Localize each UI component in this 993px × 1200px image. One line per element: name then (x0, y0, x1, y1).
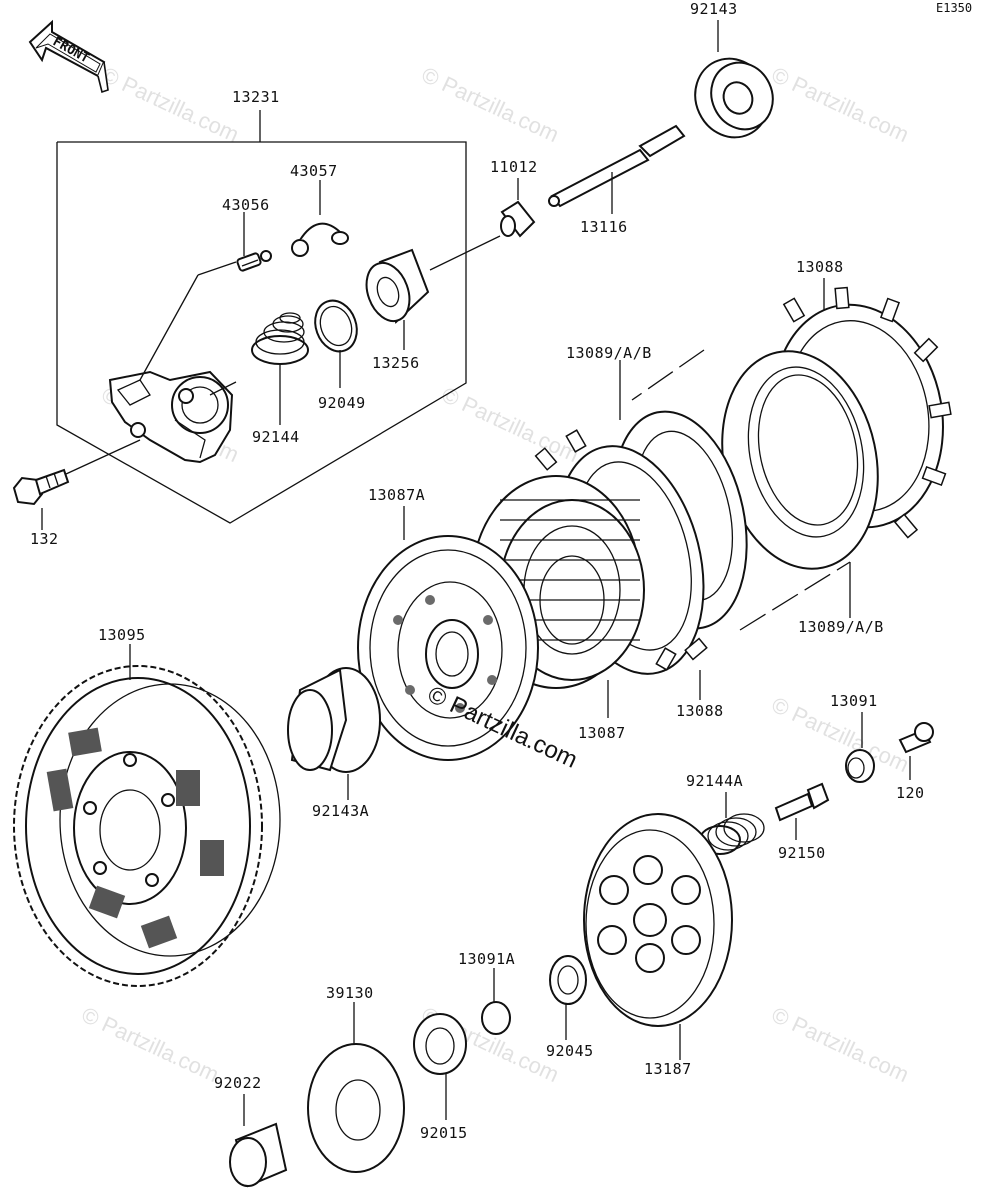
label-13089-bottom: 13089/A/B (798, 618, 884, 636)
label-132: 132 (30, 530, 59, 548)
watermark: © Partzilla.com (98, 62, 243, 147)
label-13231: 13231 (232, 88, 280, 106)
watermark: © Partzilla.com (78, 1002, 223, 1087)
label-13087: 13087 (578, 724, 626, 742)
piston-icon (365, 248, 430, 324)
return-spring-icon (251, 312, 309, 365)
diagram-code: E1350 (936, 1, 972, 15)
label-13089-top: 13089/A/B (566, 344, 652, 362)
clutch-bolt-icon (774, 782, 830, 840)
label-13095: 13095 (98, 626, 146, 644)
label-43057: 43057 (290, 162, 338, 180)
bearing-icon (549, 955, 587, 1040)
washer-icon (845, 712, 875, 783)
label-13116: 13116 (580, 218, 628, 236)
clutch-housing-icon (13, 644, 281, 987)
label-13088-top: 13088 (796, 258, 844, 276)
label-43056: 43056 (222, 196, 270, 214)
clutch-plate-icon (357, 506, 539, 761)
label-39130: 39130 (326, 984, 374, 1002)
label-13187: 13187 (644, 1060, 692, 1078)
needle-collar-icon (229, 1094, 288, 1188)
part-labels: 92143 13231 43057 43056 11012 13116 1325… (30, 0, 925, 1142)
push-rod-group (429, 124, 686, 271)
label-92045: 92045 (546, 1042, 594, 1060)
watermark: © Partzilla.com (418, 62, 563, 147)
label-92015: 92015 (420, 1124, 468, 1142)
screw-icon (898, 722, 934, 780)
seal-ring-icon (314, 299, 358, 353)
label-13091: 13091 (830, 692, 878, 710)
nut-icon (413, 1013, 467, 1120)
watermark: © Partzilla.com (768, 1002, 913, 1087)
label-13087A: 13087A (368, 486, 425, 504)
label-120: 120 (896, 784, 925, 802)
label-13091A: 13091A (458, 950, 515, 968)
label-92144A: 92144A (686, 772, 743, 790)
release-assembly-group (12, 110, 467, 530)
label-92143A: 92143A (312, 802, 369, 820)
sleeve-icon (287, 667, 381, 800)
front-arrow-icon: FRONT (28, 19, 109, 94)
label-13088-bottom: 13088 (676, 702, 724, 720)
watermark: © Partzilla.com (438, 382, 583, 467)
label-92150: 92150 (778, 844, 826, 862)
bleeder-cap-icon (291, 222, 349, 257)
bolt-icon (12, 468, 70, 506)
release-housing-icon (108, 370, 234, 464)
label-13256: 13256 (372, 354, 420, 372)
collar-icon (694, 20, 774, 139)
bleeder-valve-icon (236, 250, 272, 272)
label-92049: 92049 (318, 394, 366, 412)
label-92143: 92143 (690, 0, 738, 18)
watermark: © Partzilla.com (768, 62, 913, 147)
lock-washer-icon (307, 1002, 405, 1173)
label-92022: 92022 (214, 1074, 262, 1092)
pressure-plate-icon (583, 813, 733, 1060)
spacer-icon (481, 968, 511, 1035)
label-92144: 92144 (252, 428, 300, 446)
label-11012: 11012 (490, 158, 538, 176)
